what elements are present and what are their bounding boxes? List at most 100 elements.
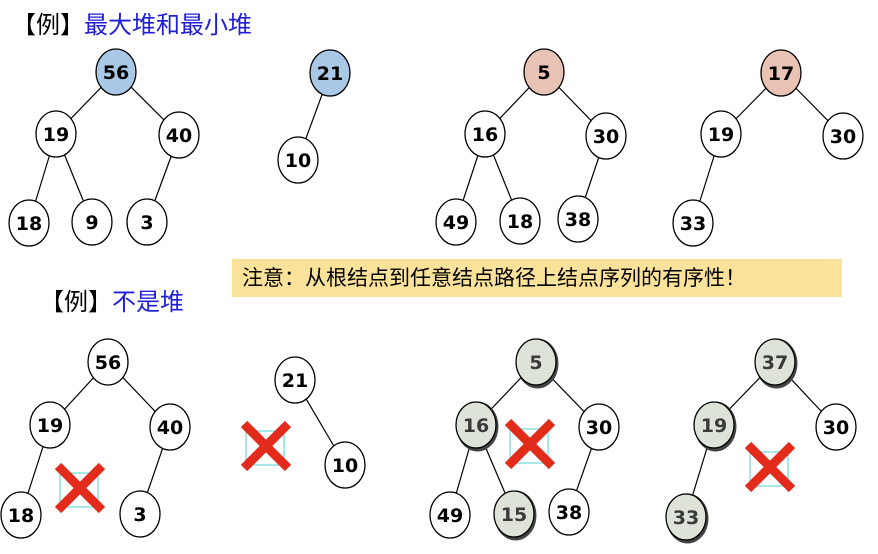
tree-node: 18 xyxy=(8,199,50,247)
tree-node: 15 xyxy=(493,490,537,541)
node-label: 30 xyxy=(586,417,612,439)
node-circle xyxy=(693,401,735,449)
node-label: 38 xyxy=(556,502,582,524)
tree-node: 21 xyxy=(274,356,316,404)
tree-node: 56 xyxy=(87,338,129,386)
heading-text: 不是堆 xyxy=(112,288,184,316)
node-circle xyxy=(493,490,535,538)
tree-node: 40 xyxy=(158,111,200,159)
node-label: 19 xyxy=(701,415,727,437)
node-circle xyxy=(324,441,366,489)
node-label: 38 xyxy=(565,209,591,231)
node-circle xyxy=(435,198,477,246)
crosses-layer xyxy=(54,418,796,514)
node-label: 30 xyxy=(830,126,856,148)
tree-node: 38 xyxy=(548,488,590,536)
node-label: 18 xyxy=(16,213,42,235)
node-circle xyxy=(578,403,620,451)
node-label: 56 xyxy=(103,62,129,84)
node-circle xyxy=(585,112,627,160)
node-label: 49 xyxy=(443,212,469,234)
tree-node: 49 xyxy=(429,491,471,539)
cross-mark-icon xyxy=(240,420,292,472)
node-circle xyxy=(499,197,541,245)
node-circle xyxy=(815,403,857,451)
tree-node: 30 xyxy=(815,403,857,451)
cross-box xyxy=(749,451,789,487)
cross-box xyxy=(59,472,99,508)
tree-node: 18 xyxy=(499,197,541,245)
node-circle xyxy=(29,401,71,449)
cross-mark-icon xyxy=(54,462,106,514)
node-label: 15 xyxy=(501,504,527,526)
tree-node: 18 xyxy=(0,491,42,539)
node-circle xyxy=(548,488,590,536)
node-circle xyxy=(95,48,137,96)
tree-node: 49 xyxy=(435,198,477,246)
tree-node: 10 xyxy=(277,136,319,184)
node-circle xyxy=(119,490,161,538)
node-label: 19 xyxy=(708,124,734,146)
node-label: 40 xyxy=(157,417,183,439)
node-label: 18 xyxy=(507,211,533,233)
tree-node: 30 xyxy=(822,112,864,160)
node-label: 10 xyxy=(332,455,358,477)
tree-node: 19 xyxy=(700,110,742,158)
tree-node: 9 xyxy=(71,198,113,246)
tree-node: 5 xyxy=(515,338,559,389)
node-label: 3 xyxy=(133,504,146,526)
cross-mark-icon xyxy=(744,441,796,493)
node-circle xyxy=(523,48,565,96)
node-circle xyxy=(464,110,506,158)
node-label: 16 xyxy=(463,415,489,437)
heading-max-min-heap: 【例】最大堆和最小堆 xyxy=(12,10,252,40)
node-circle xyxy=(754,338,796,386)
cross-box xyxy=(509,428,549,464)
node-circle xyxy=(158,111,200,159)
tree-node: 16 xyxy=(455,401,499,452)
node-circle xyxy=(87,338,129,386)
tree-node: 19 xyxy=(35,110,77,158)
tree-node: 33 xyxy=(672,199,714,247)
tree-node: 19 xyxy=(29,401,71,449)
node-circle xyxy=(274,356,316,404)
heading-not-heap: 【例】不是堆 xyxy=(40,287,184,317)
cross-box xyxy=(245,430,285,466)
node-label: 10 xyxy=(285,150,311,172)
node-label: 33 xyxy=(673,507,699,529)
node-circle xyxy=(700,110,742,158)
node-circle xyxy=(557,195,599,243)
tree-node: 21 xyxy=(309,49,351,97)
node-label: 19 xyxy=(43,124,69,146)
node-label: 30 xyxy=(823,417,849,439)
tree-node: 30 xyxy=(585,112,627,160)
node-circle xyxy=(455,401,497,449)
node-label: 16 xyxy=(472,124,498,146)
node-circle xyxy=(0,491,42,539)
tree-node: 30 xyxy=(578,403,620,451)
node-label: 5 xyxy=(529,352,542,374)
node-circle xyxy=(515,338,557,386)
note-banner: 注意：从根结点到任意结点路径上结点序列的有序性！ xyxy=(232,259,842,297)
tree-node: 38 xyxy=(557,195,599,243)
node-circle xyxy=(35,110,77,158)
node-label: 21 xyxy=(317,63,343,85)
cross-stroke xyxy=(744,441,796,493)
node-circle xyxy=(760,49,802,97)
tree-node: 40 xyxy=(149,403,191,451)
tree-node: 3 xyxy=(126,198,168,246)
node-circle xyxy=(309,49,351,97)
cross-stroke xyxy=(54,462,106,514)
node-label: 19 xyxy=(37,415,63,437)
node-label: 5 xyxy=(537,62,550,84)
node-label: 56 xyxy=(95,352,121,374)
node-label: 21 xyxy=(282,370,308,392)
node-circle xyxy=(71,198,113,246)
heading-bracket: 【例】 xyxy=(40,288,112,316)
cross-stroke xyxy=(504,418,556,470)
tree-node: 56 xyxy=(95,48,137,96)
node-label: 37 xyxy=(762,352,788,374)
node-circle xyxy=(149,403,191,451)
